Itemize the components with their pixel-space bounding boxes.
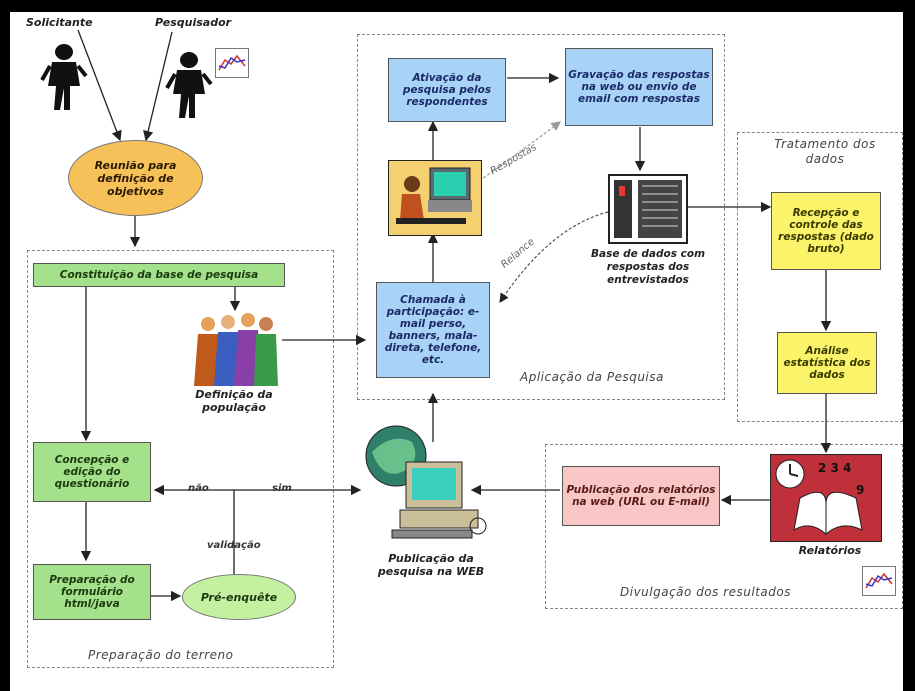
people-group-icon: [194, 313, 278, 386]
region-tratamento: [737, 132, 903, 422]
node-base-dados: Base de dados com respostas dos entrevis…: [590, 248, 706, 286]
node-pre-enquete: Pré-enquête: [182, 574, 296, 620]
connector-lines: [77, 29, 832, 602]
svg-text:9: 9: [856, 483, 864, 497]
region-divulgacao-title: Divulgação dos resultados: [620, 585, 791, 599]
region-divulgacao: [545, 444, 903, 609]
server-icon: [608, 174, 688, 244]
node-constituicao: Constituição da base de pesquisa: [33, 263, 285, 287]
actor-pesquisador-label: Pesquisador: [155, 16, 232, 29]
region-aplicacao-title: Aplicação da Pesquisa: [520, 370, 664, 384]
node-recepcao: Recepção e controle das respostas (dado …: [771, 192, 881, 270]
node-concepcao: Concepção e edição do questionário: [33, 442, 151, 502]
node-reuniao: Reunião para definição de objetivos: [68, 140, 203, 216]
actor-solicitante-label: Solicitante: [26, 16, 93, 29]
node-preparacao-formulario: Preparação do formulário html/java: [33, 564, 151, 620]
svg-text:2 3 4: 2 3 4: [818, 461, 851, 475]
edge-label-validacao: validação: [207, 540, 261, 551]
node-publicacao-pesquisa: Publicação da pesquisa na WEB: [377, 552, 485, 578]
region-tratamento-title: Tratamento dos dados: [774, 137, 876, 166]
computer-user-icon: [388, 160, 482, 236]
node-relatorios: Relatórios: [798, 544, 862, 557]
region-preparacao: [27, 250, 334, 668]
node-chamada: Chamada à participação: e-mail perso, ba…: [376, 282, 490, 378]
region-aplicacao: [357, 34, 725, 400]
edge-label-nao: não: [188, 483, 209, 494]
region-preparacao-title: Preparação do terreno: [88, 648, 234, 662]
edge-label-sim: sim: [272, 483, 292, 494]
node-publicacao-relatorios: Publicação dos relatórios na web (URL ou…: [562, 466, 720, 526]
books-clock-icon: 2 3 4 9: [770, 454, 882, 542]
chart-icon: [862, 566, 896, 596]
diagram-canvas: Preparação do terreno Aplicação da Pesqu…: [10, 12, 903, 691]
person-icon: [40, 44, 88, 110]
chart-icon: [215, 48, 249, 78]
node-definicao-populacao: Definição da população: [195, 388, 273, 414]
person-icon: [165, 52, 213, 118]
node-analise: Análise estatística dos dados: [777, 332, 877, 394]
node-ativacao: Ativação da pesquisa pelos respondentes: [388, 58, 506, 122]
node-gravacao: Gravação das respostas na web ou envio d…: [565, 48, 713, 126]
globe-computer-icon: [365, 425, 487, 539]
